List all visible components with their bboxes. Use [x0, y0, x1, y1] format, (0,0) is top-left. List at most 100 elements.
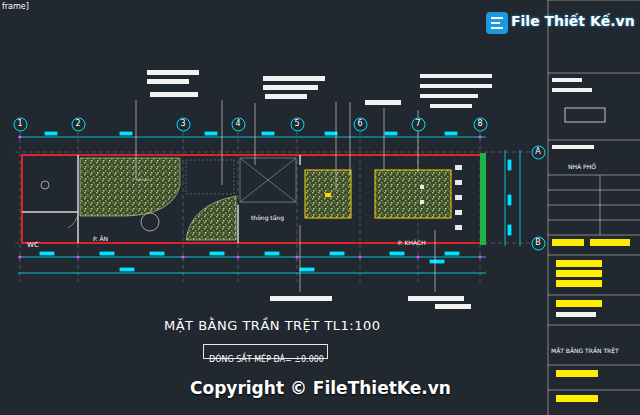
drawing-part — [508, 160, 511, 170]
drawing-part — [552, 145, 594, 149]
grid-bubble: 7 — [411, 117, 426, 132]
dimension-ticks — [19, 136, 482, 259]
drawing-part — [508, 225, 511, 235]
drawing-part — [479, 136, 482, 139]
drawing-part — [222, 100, 223, 185]
drawing-part — [22, 155, 485, 243]
drawing-part — [420, 185, 424, 189]
drawing-part — [548, 255, 640, 256]
drawing-part — [556, 370, 598, 377]
bubble-circle — [14, 118, 27, 131]
room-label: thông tầng — [250, 205, 285, 214]
grid-number: 2 — [75, 120, 80, 129]
copyright-watermark: Copyright © FileThietKe.vn — [190, 378, 451, 398]
drawing-part — [265, 252, 279, 255]
grid-lines — [15, 132, 530, 282]
grid-bubble: 5 — [290, 117, 305, 132]
room-label: P. KHÁCH — [397, 230, 427, 239]
drawing-part — [18, 137, 486, 138]
title-block-bars — [552, 78, 630, 402]
drawing-part — [120, 132, 132, 135]
project-name: NHÀ PHỐ — [568, 163, 596, 170]
drawing-part — [240, 158, 296, 202]
drawing-part — [548, 365, 640, 366]
room-name: ĐÓNG SẮT MÉP ĐÁ= ±0.000 — [209, 356, 324, 365]
bubble-circle — [232, 118, 245, 131]
drawing-part — [548, 205, 640, 206]
drawing-part — [77, 155, 79, 243]
leader-lines — [136, 100, 435, 292]
facade-band — [480, 153, 486, 245]
bubble-circle — [177, 118, 190, 131]
drawing-part — [556, 280, 602, 287]
drawing-part — [491, 17, 503, 19]
watermark-logo — [486, 12, 508, 34]
title-block — [548, 0, 640, 415]
grid-bubble: 3 — [176, 117, 191, 132]
bubble-circle — [72, 118, 85, 131]
drawing-part — [305, 170, 351, 218]
drawing-part — [19, 256, 22, 259]
drawing-part — [365, 100, 401, 105]
watermark-logo-text: File Thiết Kế.vn — [511, 13, 635, 29]
drawing-part — [491, 27, 503, 29]
drawing-part — [548, 325, 640, 326]
drawing-part — [556, 395, 598, 402]
building-outline — [22, 155, 485, 243]
drawing-part — [150, 92, 198, 97]
grid-bubble: 6 — [353, 117, 368, 132]
drawing-part — [240, 158, 296, 202]
drawing-part — [265, 94, 307, 99]
drawing-part — [548, 295, 640, 296]
drawing-part — [325, 193, 331, 197]
bubble-circle — [532, 146, 545, 159]
drawing-part — [262, 132, 274, 135]
drawing-part — [548, 175, 640, 176]
grid-number: 5 — [294, 120, 299, 129]
frame-tag: frame] — [2, 2, 29, 11]
drawing-part — [350, 102, 351, 175]
drawing-part — [508, 195, 511, 205]
drawing-part — [556, 312, 596, 317]
drawing-part — [548, 190, 640, 191]
room-label: P. ĂN — [92, 226, 110, 235]
drawing-part — [147, 79, 189, 84]
drawing-part — [486, 12, 508, 34]
drawing-part — [435, 304, 471, 309]
grid-bubble: 4 — [231, 117, 246, 132]
drawing-part — [556, 270, 602, 277]
drawing-part — [430, 104, 472, 108]
grid-number: 1 — [17, 120, 22, 129]
drawing-part — [150, 252, 164, 255]
room-name: WC — [27, 242, 39, 250]
drawing-part — [455, 165, 462, 170]
level-note-box: ĐÓNG SẮT MÉP ĐÁ= ±0.000 — [203, 344, 328, 359]
drawing-part — [417, 256, 420, 259]
drawing-part — [18, 257, 486, 258]
drawing-part — [479, 256, 482, 259]
dimension-lines — [18, 132, 520, 273]
drawing-part — [548, 140, 640, 141]
drawing-part — [300, 268, 314, 271]
drawing-part — [325, 132, 337, 135]
hatched-ceiling — [80, 158, 451, 240]
grid-bubble: 2 — [71, 117, 86, 132]
drawing-part — [565, 108, 605, 122]
drawing-part — [420, 94, 478, 98]
drawing-part — [45, 132, 57, 135]
drawing-part — [186, 160, 234, 194]
drawing-part — [141, 213, 159, 231]
drawing-part — [20, 132, 21, 282]
drawing-part — [240, 158, 296, 202]
drawing-part — [263, 85, 318, 90]
grid-number: 3 — [180, 120, 185, 129]
grid-bubble: 8 — [473, 117, 488, 132]
drawing-part — [420, 74, 492, 78]
grid-number: 8 — [477, 120, 482, 129]
bubble-circle — [474, 118, 487, 131]
grid-number: 4 — [235, 120, 240, 129]
drawing-part — [548, 0, 549, 415]
drawing-part — [296, 256, 299, 259]
drawing-part — [548, 220, 640, 221]
drawing-part — [552, 88, 592, 92]
